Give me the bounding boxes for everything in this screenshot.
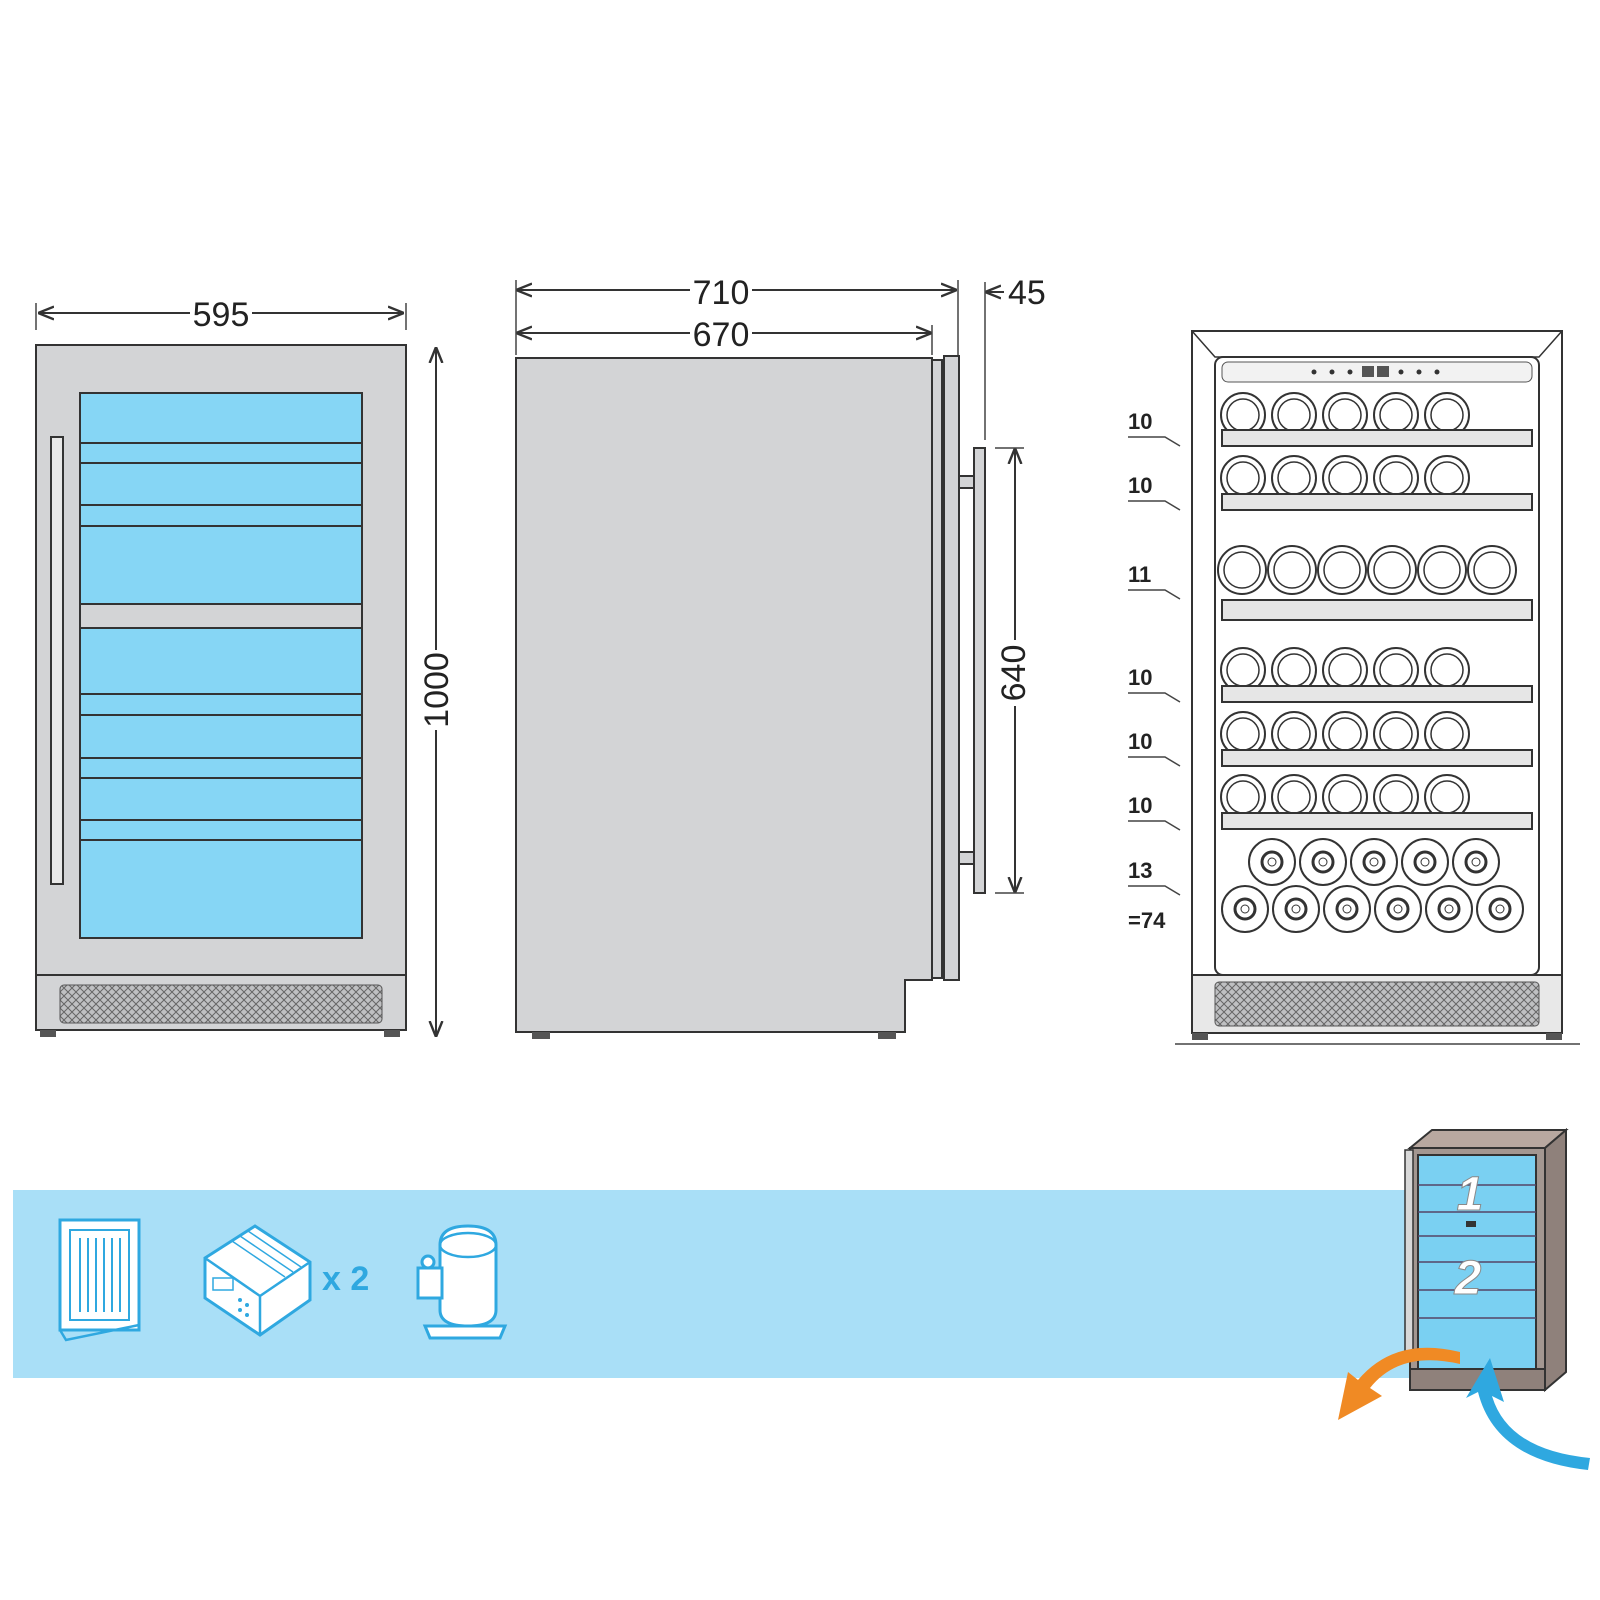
handle-depth-label: 45 [1008,274,1046,312]
interior-foot-right [1546,1033,1562,1040]
front-vent-grille [59,984,383,1024]
control-buttons [1311,366,1440,377]
side-handle-bar [973,447,986,894]
depth-total-label: 710 [693,274,750,312]
exhaust-airflow-arrow [1338,1347,1460,1420]
glass-door-icon [58,1218,141,1342]
handle-length-label: 640 [995,645,1033,702]
side-cabinet [515,357,933,1033]
thermostat-module-icon [203,1224,312,1337]
shelf [1221,685,1533,703]
bottle [1417,545,1467,595]
zone-1-label: 1 [1457,1168,1484,1221]
shelf [1221,812,1533,830]
side-handle-post-top [958,475,975,489]
interior-foot-left [1192,1033,1208,1040]
shelf-capacity-3: 11 [1128,562,1151,587]
front-zone-divider [79,603,363,629]
front-glass [79,392,363,939]
interior-view: 10 10 11 10 10 10 13 =74 [1128,330,1580,1045]
bottle [1367,545,1417,595]
front-width-label: 595 [193,296,250,334]
shelf [1221,429,1533,447]
bottle [1467,545,1517,595]
shelf [1221,493,1533,511]
side-view: 710 670 45 640 [515,274,1046,1039]
intake-airflow-arrow [1466,1358,1590,1470]
side-door-seal [931,359,943,979]
shelf [1221,599,1533,621]
compressor-icon [416,1224,508,1340]
shelf-capacity-1: 10 [1128,409,1152,434]
front-door-handle [50,436,64,885]
front-foot-right [384,1030,400,1037]
shelf-capacity-7: 13 [1128,858,1152,883]
shelf-capacity-2: 10 [1128,473,1152,498]
depth-cabinet-label: 670 [693,316,750,354]
zone-2-label: 2 [1454,1252,1482,1305]
bottle [1317,545,1367,595]
capacity-labels: 10 10 11 10 10 10 13 =74 [1128,409,1181,933]
bottle [1217,545,1267,595]
side-door [943,355,960,981]
shelf [1221,749,1533,767]
bottle-rows [1217,392,1533,933]
interior-vent-grille [1214,981,1540,1027]
total-capacity: =74 [1128,908,1166,933]
front-foot-left [40,1030,56,1037]
front-view: 595 1000 [35,296,456,1037]
front-shelves [80,442,362,841]
height-label: 1000 [418,652,456,728]
side-handle-post-bottom [958,851,975,865]
bottle [1267,545,1317,595]
shelf-capacity-4: 10 [1128,665,1152,690]
shelf-capacity-6: 10 [1128,793,1152,818]
module-multiplier: x 2 [322,1260,369,1298]
shelf-capacity-5: 10 [1128,729,1152,754]
side-foot-front [532,1032,550,1039]
side-foot-back [878,1032,896,1039]
